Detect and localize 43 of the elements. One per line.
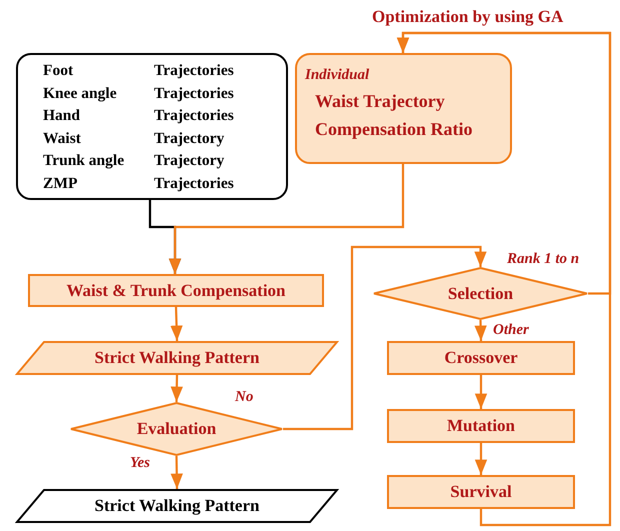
data-box <box>16 53 288 200</box>
node-label: Selection <box>446 284 514 304</box>
trajectory-type: Trajectories <box>154 174 234 194</box>
process-box <box>387 341 575 375</box>
arrow <box>170 306 183 342</box>
node-label: Evaluation <box>136 419 218 439</box>
arrow <box>168 164 404 274</box>
body-part: Hand <box>43 106 80 126</box>
arrow <box>170 374 183 402</box>
trajectory-type: Trajectories <box>154 84 234 104</box>
node-label: Strict Walking Pattern <box>94 496 260 516</box>
body-part: Trunk angle <box>43 151 124 171</box>
output-parallelogram <box>16 489 338 523</box>
node-label: Strict Walking Pattern <box>94 348 260 368</box>
body-part: Waist <box>43 128 81 148</box>
loop-caption: Optimization by using GA <box>372 7 564 27</box>
decision-diamond <box>70 402 283 456</box>
arrow <box>170 456 183 490</box>
individual-heading: Individual <box>305 66 370 85</box>
trajectory-type: Trajectory <box>154 128 224 148</box>
arrow <box>474 320 487 342</box>
arrow <box>283 246 487 430</box>
trajectory-type: Trajectories <box>154 106 234 126</box>
body-part: ZMP <box>43 174 78 194</box>
arrow <box>396 32 612 526</box>
node-label: Waist & Trunk Compensation <box>66 280 286 300</box>
parameter-name: Waist Trajectory <box>315 91 445 111</box>
parameter-name: Compensation Ratio <box>315 119 473 139</box>
data-parallelogram <box>16 341 338 375</box>
node-label: Survival <box>449 482 513 502</box>
node-label: Mutation <box>446 416 516 436</box>
body-part: Knee angle <box>43 84 117 104</box>
trajectory-type: Trajectory <box>154 151 224 171</box>
process-box <box>387 475 575 509</box>
decision-diamond <box>373 267 588 320</box>
node-label: Crossover <box>443 348 519 368</box>
arrow <box>474 375 488 409</box>
arrow <box>474 443 488 475</box>
body-part: Foot <box>43 61 74 81</box>
individual-box <box>295 53 512 164</box>
process-box <box>28 274 324 307</box>
process-box <box>387 409 575 443</box>
trajectory-type: Trajectories <box>154 61 234 81</box>
